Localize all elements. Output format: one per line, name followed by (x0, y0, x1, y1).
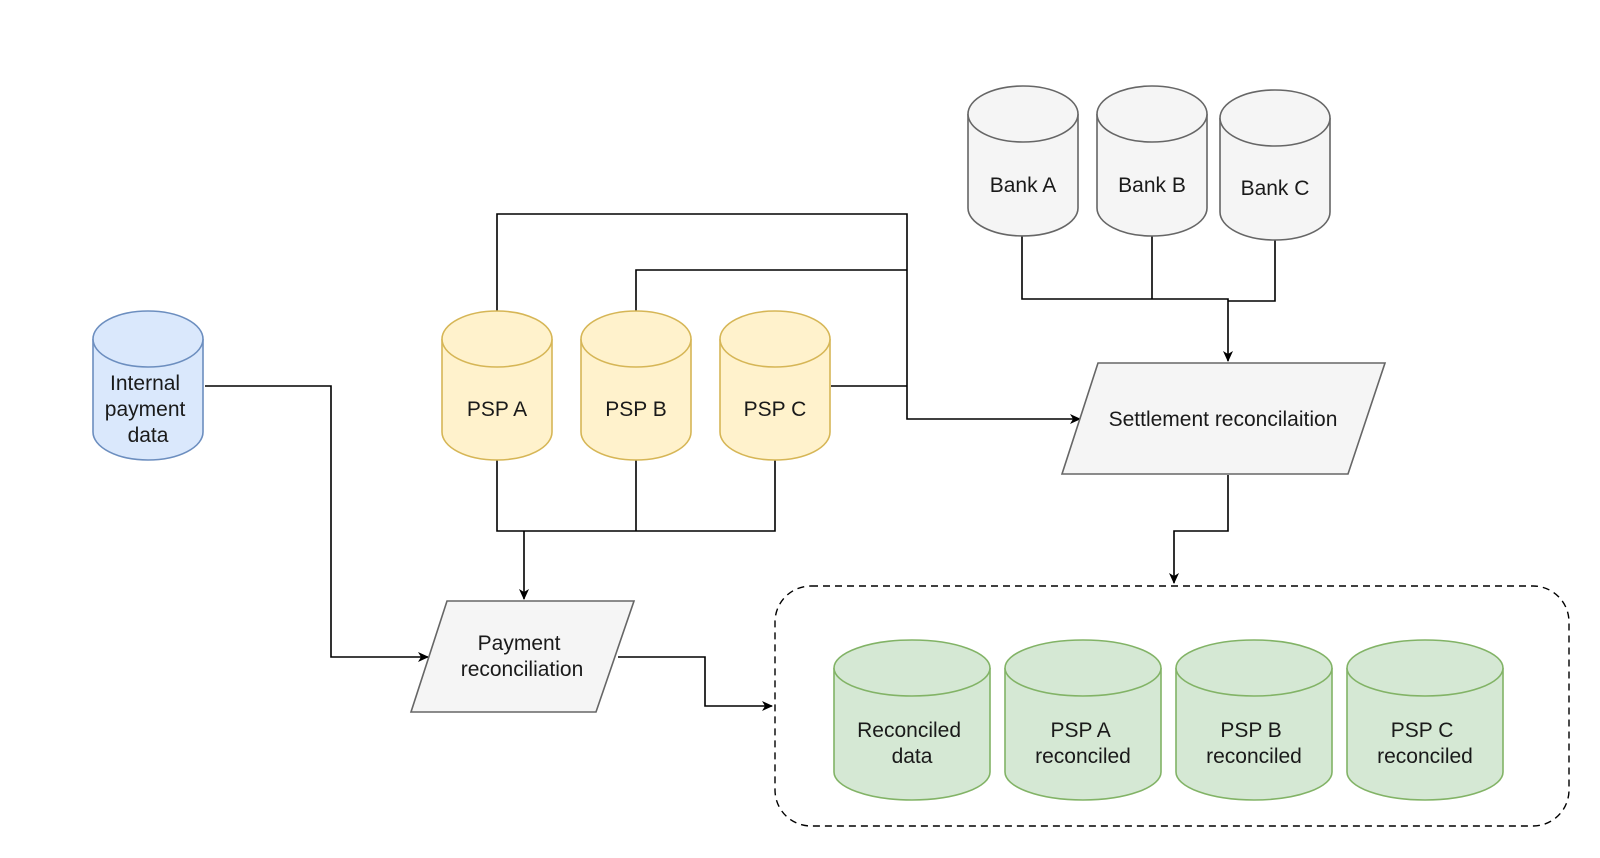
svg-text:PSP B reconciled: PSP B reconciled (1206, 719, 1302, 768)
svg-text:Reconciled data: Reconciled data (857, 719, 967, 768)
internal-payment-data-store[interactable]: Internal payment data (92, 310, 204, 461)
edge-banks-to-settlement (1021, 236, 1233, 362)
psp-c-reconciled-label-line-1: PSP C (1391, 719, 1454, 742)
edge-psps-to-payment (496, 460, 776, 599)
psp-b-store[interactable]: PSP B (580, 310, 692, 461)
edge-psp-a-to-settlement (496, 213, 1081, 424)
psp-a-reconciled-label-line-2: reconciled (1035, 745, 1131, 768)
bank-b-store[interactable]: Bank B (1096, 85, 1208, 237)
bank-c-label: Bank C (1241, 177, 1310, 200)
svg-text:Payment reconciliation: Payment reconciliation (461, 632, 584, 681)
settlement-reconciliation-label: Settlement reconcilaition (1109, 408, 1338, 431)
psp-a-store[interactable]: PSP A (441, 310, 553, 461)
svg-text:Internal payment d: Internal payment data (105, 372, 191, 447)
settlement-reconciliation-process[interactable]: Settlement reconcilaition (1060, 362, 1387, 475)
psp-b-label: PSP B (605, 398, 666, 421)
internal-data-label-line-1: Internal (110, 372, 180, 395)
reconciled-data-label-line-1: Reconciled (857, 719, 961, 742)
psp-a-reconciled-label-line-1: PSP A (1050, 719, 1110, 742)
payment-reconciliation-label-line-2: reconciliation (461, 658, 584, 681)
edge-psp-b-to-settlement (635, 269, 907, 312)
edge-internal-to-payment (205, 385, 429, 662)
psp-b-reconciled-store[interactable]: PSP B reconciled (1175, 639, 1333, 801)
internal-data-label-line-2: payment (105, 398, 186, 421)
psp-b-reconciled-label-line-1: PSP B (1220, 719, 1281, 742)
edge-bank-c-join (1228, 240, 1276, 302)
bank-a-label: Bank A (990, 174, 1057, 197)
edge-payment-to-output (618, 656, 773, 711)
psp-c-reconciled-store[interactable]: PSP C reconciled (1346, 639, 1504, 801)
internal-data-label-line-3: data (128, 424, 169, 447)
svg-text:PSP C reconciled: PSP C reconciled (1377, 719, 1473, 768)
svg-text:PSP A reconciled: PSP A reconciled (1035, 719, 1131, 768)
bank-c-store[interactable]: Bank C (1219, 89, 1331, 241)
psp-c-store[interactable]: PSP C (719, 310, 831, 461)
reconciled-data-store[interactable]: Reconciled data (833, 639, 991, 801)
psp-a-label: PSP A (467, 398, 527, 421)
psp-c-label: PSP C (744, 398, 807, 421)
edge-settlement-to-output (1169, 475, 1229, 584)
psp-b-reconciled-label-line-2: reconciled (1206, 745, 1302, 768)
bank-b-label: Bank B (1118, 174, 1186, 197)
bank-a-store[interactable]: Bank A (967, 85, 1079, 237)
reconciled-output-group[interactable] (774, 585, 1570, 827)
payment-reconciliation-label-line-1: Payment (478, 632, 561, 655)
reconciled-data-label-line-2: data (892, 745, 933, 768)
psp-c-reconciled-label-line-2: reconciled (1377, 745, 1473, 768)
payment-reconciliation-process[interactable]: Payment reconciliation (409, 600, 636, 713)
psp-a-reconciled-store[interactable]: PSP A reconciled (1004, 639, 1162, 801)
